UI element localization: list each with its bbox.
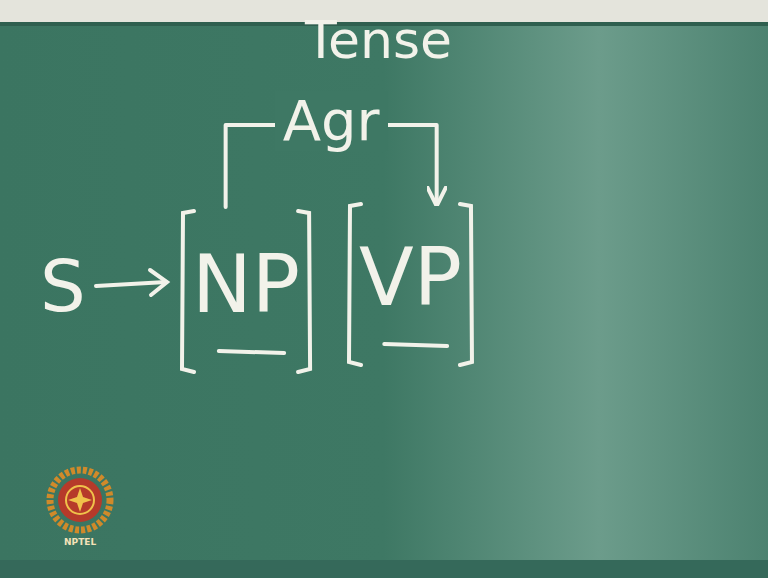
sentence-symbol: S [40, 250, 86, 322]
board-bottom [0, 560, 768, 578]
phrase-label: VP [359, 238, 462, 318]
phrase-label: NP [192, 245, 300, 325]
nptel-logo [50, 470, 110, 530]
tense-label: Tense [305, 14, 452, 66]
head-underline [384, 344, 447, 346]
bracketed-phrase: NP [178, 205, 314, 377]
rewrite-arrow [96, 270, 167, 295]
logo-text: NPTEL [64, 538, 96, 547]
bracketed-phrase: VP [345, 198, 476, 370]
agreement-label: Agr [275, 91, 388, 151]
head-underline [219, 351, 284, 353]
